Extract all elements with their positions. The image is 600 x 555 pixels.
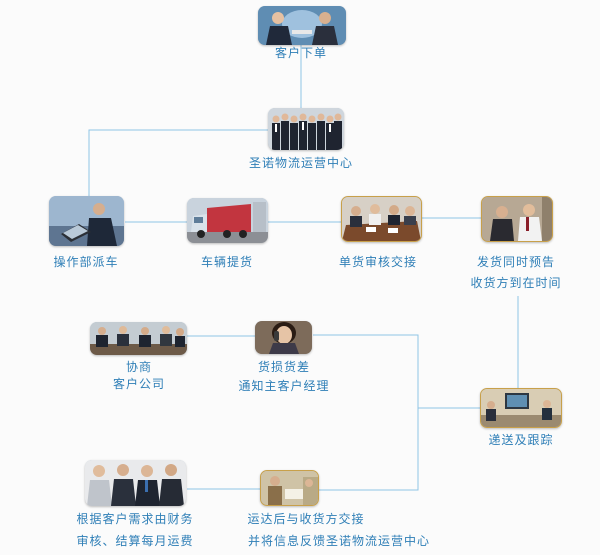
node-notify-line1: 发货同时预告 [476, 255, 556, 269]
monitor-desk-photo [480, 388, 562, 428]
truck-photo [187, 198, 268, 243]
business-handshake-photo [258, 6, 346, 45]
team-meeting-photo [90, 322, 187, 355]
staff-group-photo [268, 108, 344, 150]
node-tracking-label: 递送及跟踪 [488, 433, 554, 447]
node-delivery-line2: 并将信息反馈圣诺物流运营中心 [247, 534, 431, 548]
node-center-label: 圣诺物流运营中心 [248, 156, 354, 170]
node-order-label: 客户下单 [274, 46, 328, 60]
node-damage-line2: 通知主客户经理 [238, 379, 330, 393]
node-negotiate-line1: 协商 [125, 360, 153, 374]
connector-branch-damage [313, 334, 419, 408]
phone-call-photo [255, 321, 312, 354]
node-notify-line2: 收货方到在时间 [470, 276, 562, 290]
node-billing-line2: 审核、结算每月运费 [76, 534, 194, 548]
business-group-photo [85, 460, 186, 506]
laptop-operator-photo [49, 196, 124, 246]
meeting-table-photo [341, 196, 422, 242]
node-damage-line1: 货损货差 [257, 360, 311, 374]
node-pickup-label: 车辆提货 [200, 255, 254, 269]
node-billing-line1: 根据客户需求由财务 [76, 512, 194, 526]
connector-center-dispatch [88, 129, 268, 196]
node-delivery-line1: 运达后与收货方交接 [247, 512, 365, 526]
connector-branch-delivery [318, 408, 419, 491]
office-discussion-photo [481, 196, 553, 242]
node-review-label: 单货审核交接 [338, 255, 418, 269]
handover-documents-photo [260, 470, 319, 506]
node-dispatch-label: 操作部派车 [53, 255, 119, 269]
node-negotiate-line2: 客户公司 [112, 377, 166, 391]
